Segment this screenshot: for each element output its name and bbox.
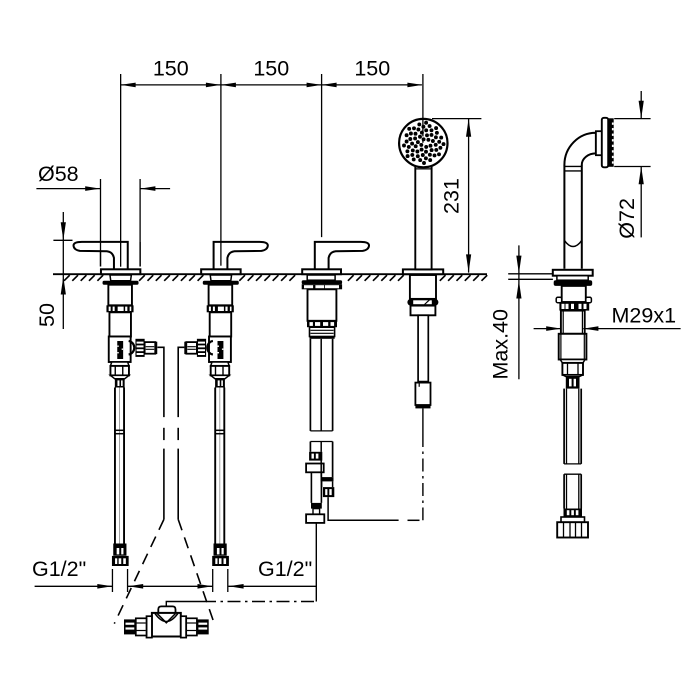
svg-text:231: 231 [440,178,464,214]
svg-text:M29x1: M29x1 [612,304,677,328]
svg-text:150: 150 [253,57,289,81]
svg-text:Max.40: Max.40 [489,309,513,380]
svg-text:50: 50 [35,303,59,327]
svg-text:Ø72: Ø72 [615,198,639,239]
svg-text:150: 150 [153,57,189,81]
svg-text:Ø58: Ø58 [38,162,79,186]
svg-text:G1/2": G1/2" [32,557,86,581]
svg-text:150: 150 [354,57,390,81]
svg-text:G1/2": G1/2" [258,557,312,581]
